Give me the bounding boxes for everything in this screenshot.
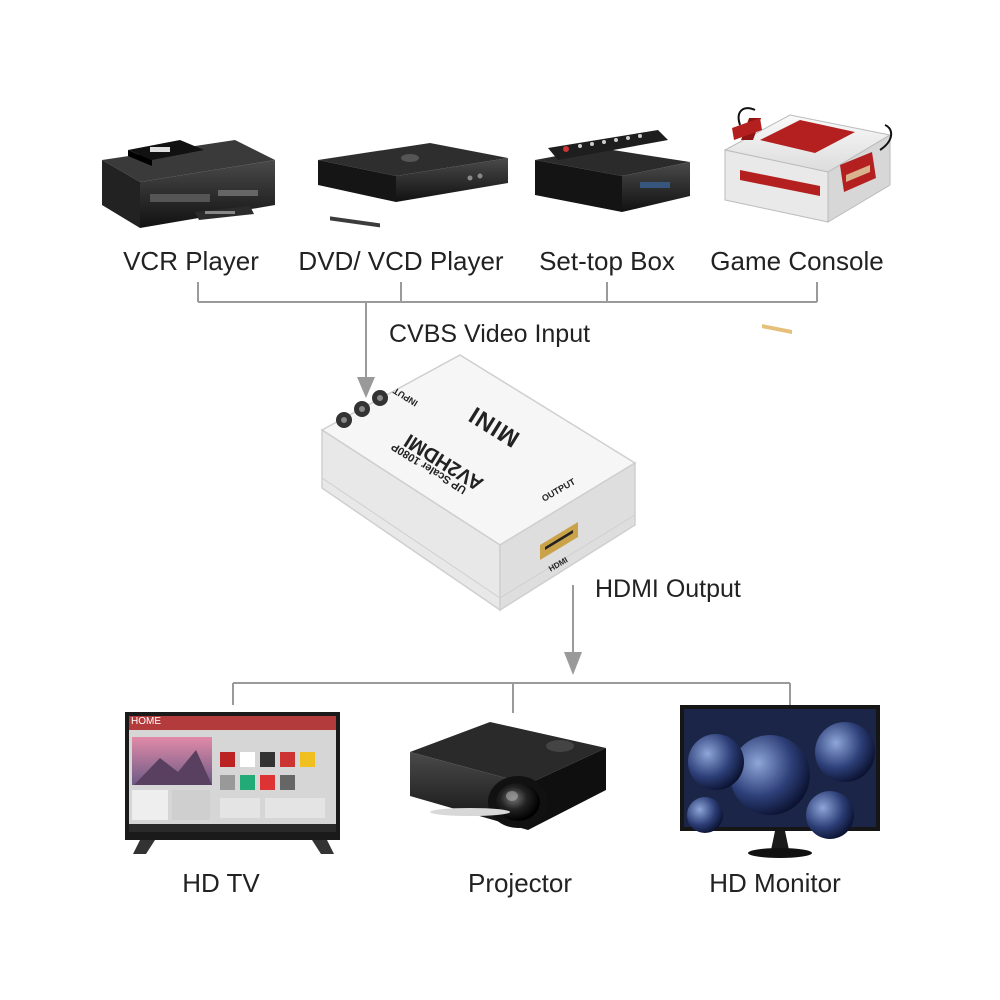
game-console-icon xyxy=(723,107,893,334)
hd-tv-icon xyxy=(125,712,340,854)
source-label-dvd: DVD/ VCD Player xyxy=(298,246,504,276)
projector-icon xyxy=(410,722,606,830)
av2hdmi-converter xyxy=(320,354,637,612)
output-label-projector: Projector xyxy=(467,868,573,898)
input-flow-label: CVBS Video Input xyxy=(389,320,591,348)
set-top-box-icon xyxy=(535,130,690,212)
dvd-player-icon xyxy=(318,143,508,228)
output-connector-lines xyxy=(232,585,791,713)
input-arrow-icon xyxy=(357,377,375,398)
input-connector-lines xyxy=(197,282,818,382)
output-arrow-icon xyxy=(564,652,582,675)
rca-jack-icon xyxy=(336,390,388,428)
source-label-game-console: Game Console xyxy=(710,246,884,276)
output-label-hd-monitor: HD Monitor xyxy=(709,868,841,898)
hdmi-port-icon xyxy=(540,522,578,560)
source-label-set-top-box: Set-top Box xyxy=(539,246,675,276)
tv-home-label: HOME xyxy=(131,716,161,727)
output-flow-label: HDMI Output xyxy=(595,575,741,603)
output-label-hd-tv: HD TV xyxy=(182,868,260,898)
source-label-vcr: VCR Player xyxy=(123,246,259,276)
hd-monitor-icon xyxy=(680,705,880,858)
vcr-player-icon xyxy=(102,140,275,228)
